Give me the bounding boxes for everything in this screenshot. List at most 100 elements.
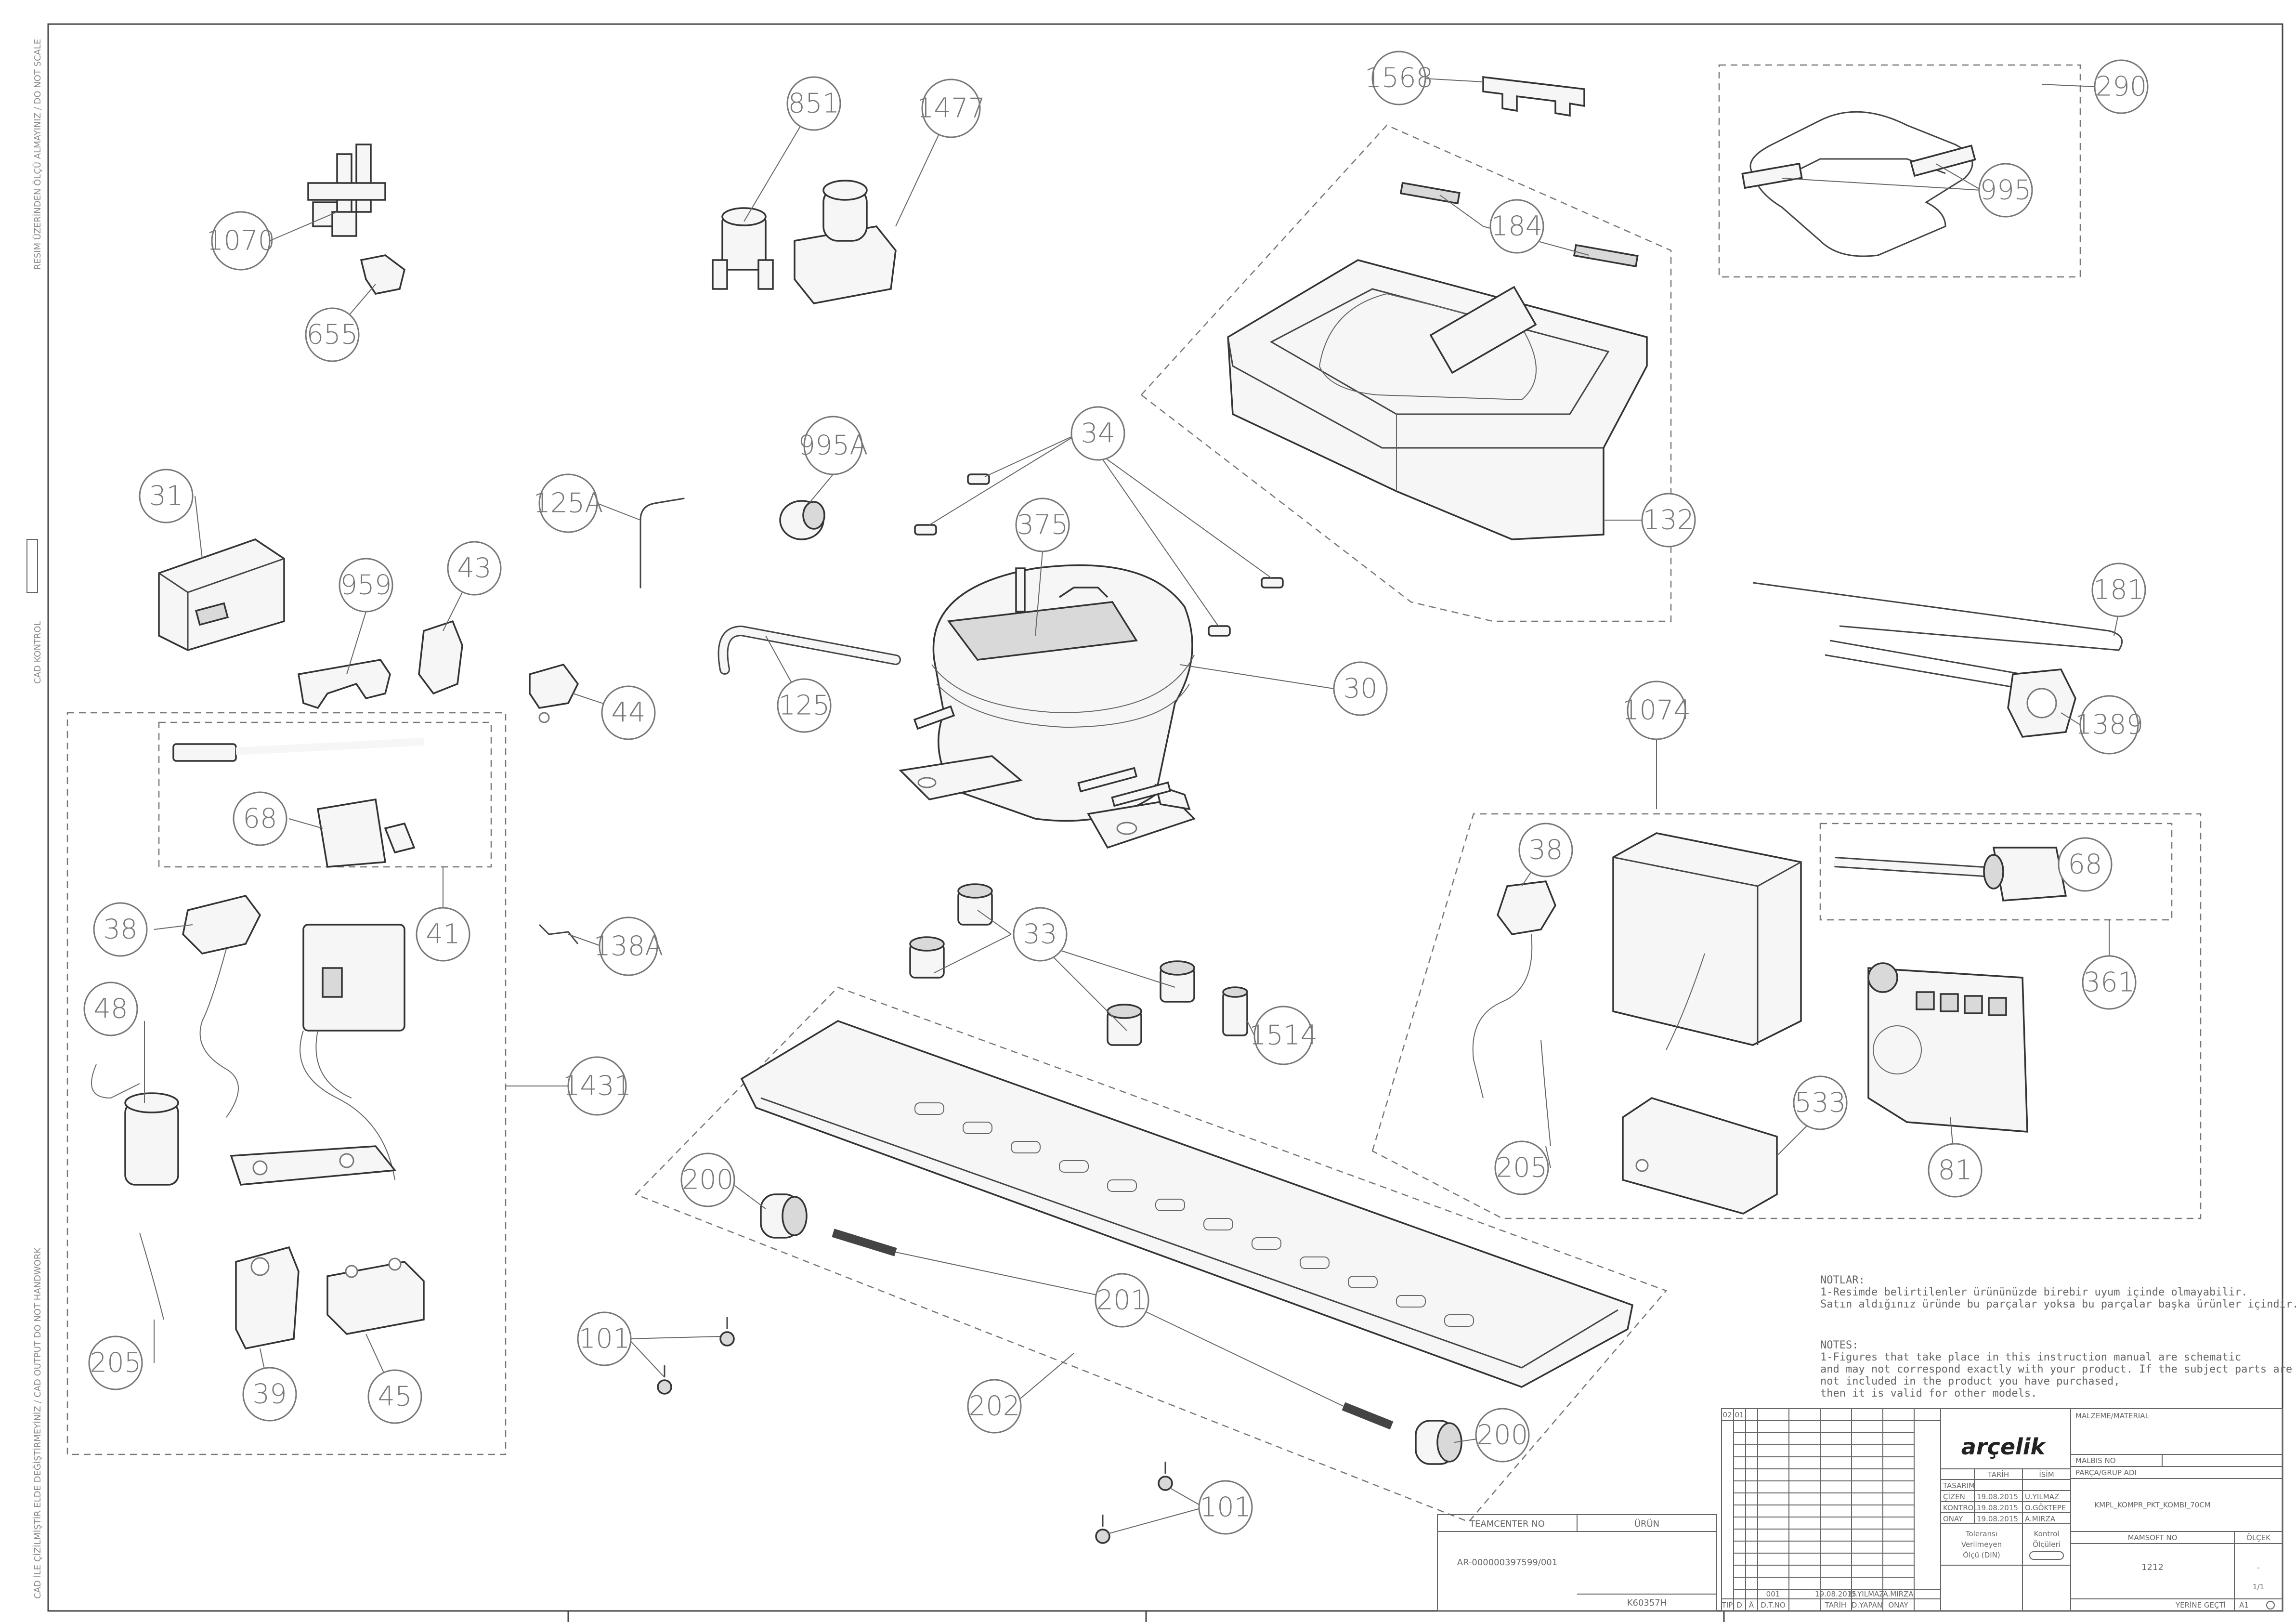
- svg-text:1568: 1568: [1365, 63, 1434, 94]
- svg-text:Verilmeyen: Verilmeyen: [1961, 1540, 2002, 1549]
- svg-text:200: 200: [1477, 1420, 1528, 1451]
- part-655-clip: [360, 254, 405, 295]
- callout-200-bottom: 200: [1475, 1408, 1530, 1463]
- svg-text:and may not correspond exactly: and may not correspond exactly with your…: [1820, 1363, 2292, 1375]
- svg-text:1477: 1477: [917, 93, 986, 124]
- callout-132: 132: [1641, 493, 1696, 548]
- callout-1389: 1389: [2075, 695, 2144, 755]
- connector-subgroup: [1819, 823, 2173, 921]
- callout-45: 45: [367, 1369, 422, 1424]
- part-34-grommet-b: [914, 524, 937, 536]
- part-1477-starter: [794, 180, 897, 304]
- svg-text:Ölçüleri: Ölçüleri: [2033, 1540, 2060, 1549]
- callout-205-left: 205: [88, 1335, 143, 1390]
- rev-date: 19.08.2015: [1815, 1590, 1856, 1598]
- callout-655: 655: [305, 307, 360, 362]
- callout-31: 31: [139, 469, 194, 523]
- rev-approver: A.MIRZA: [1883, 1590, 1914, 1598]
- svg-text:Kontrol: Kontrol: [2034, 1530, 2060, 1538]
- svg-text:44: 44: [611, 697, 645, 729]
- svg-text:D.T.NO: D.T.NO: [1761, 1601, 1786, 1609]
- part-81-pcb: [1867, 962, 2028, 1133]
- part-125a-tube: [639, 497, 685, 589]
- callout-1514: 1514: [1249, 1006, 1318, 1065]
- part-31-cover: [158, 538, 285, 651]
- svg-text:Satın aldığınız üründe bu parç: Satın aldığınız üründe bu parçalar yoksa…: [1820, 1298, 2296, 1310]
- callout-81: 81: [1928, 1143, 1983, 1198]
- svg-text:İSİM: İSİM: [2039, 1470, 2054, 1479]
- callout-995: 995: [1978, 163, 2033, 218]
- part-43-clip: [418, 620, 463, 695]
- callout-38-left: 38: [93, 902, 148, 957]
- svg-text:1074: 1074: [1622, 695, 1691, 726]
- callout-138a: 138A: [593, 916, 664, 976]
- svg-text:184: 184: [1491, 211, 1543, 242]
- svg-text:34: 34: [1081, 418, 1115, 449]
- svg-text:1431: 1431: [563, 1071, 632, 1102]
- part-30-compressor: [899, 564, 1196, 849]
- svg-text:132: 132: [1643, 505, 1695, 536]
- svg-text:1-Resimde belirtilenler ürünün: 1-Resimde belirtilenler ürününüzde bireb…: [1820, 1286, 2247, 1298]
- part-44-connector: [529, 663, 579, 723]
- callout-533: 533: [1793, 1075, 1848, 1130]
- svg-text:ÇİZEN: ÇİZEN: [1943, 1492, 1965, 1501]
- part-33-feet: [909, 883, 1195, 1046]
- part-184-strip-b: [1573, 244, 1639, 268]
- svg-text:39: 39: [252, 1379, 287, 1410]
- svg-text:995: 995: [1980, 175, 2032, 206]
- callout-200-top: 200: [680, 1152, 735, 1207]
- part-995a-cap: [779, 500, 825, 540]
- svg-text:NOTLAR:: NOTLAR:: [1820, 1274, 1865, 1286]
- scale-value: -: [2257, 1563, 2259, 1572]
- callout-48: 48: [83, 981, 138, 1036]
- part-38-plug-right: [1472, 880, 1556, 1099]
- callout-201: 201: [1095, 1273, 1149, 1328]
- part-39-relay: [235, 1246, 300, 1349]
- svg-text:181: 181: [2093, 575, 2145, 606]
- doc-number: AR-000000397599/001: [1457, 1557, 1557, 1568]
- sheet-size: A1: [2239, 1601, 2249, 1609]
- svg-text:201: 201: [1096, 1285, 1148, 1316]
- svg-text:MAMSOFT NO: MAMSOFT NO: [2128, 1533, 2178, 1542]
- callout-361: 361: [2082, 955, 2137, 1010]
- callout-959: 959: [339, 558, 393, 613]
- svg-text:31: 31: [149, 481, 183, 512]
- svg-text:Ölçü (DIN): Ölçü (DIN): [1963, 1550, 2000, 1559]
- svg-text:D: D: [1736, 1601, 1742, 1609]
- svg-text:1389: 1389: [2075, 709, 2144, 741]
- callout-375: 375: [1015, 497, 1070, 552]
- svg-text:TARİH: TARİH: [1825, 1600, 1846, 1609]
- part-68-socket-right: [1834, 847, 2067, 902]
- part-201-axle-top: [832, 1229, 897, 1256]
- callout-1477: 1477: [917, 78, 986, 138]
- container-group-outline: [1140, 124, 1672, 622]
- svg-text:TIP: TIP: [1722, 1601, 1733, 1609]
- callout-851: 851: [786, 76, 841, 131]
- svg-text:PARÇA/GRUP ADI: PARÇA/GRUP ADI: [2075, 1468, 2137, 1477]
- part-101-screws: [657, 1317, 1173, 1544]
- side-text-middle: CAD KONTROL: [33, 621, 43, 684]
- electronics-group: [1371, 813, 2202, 1219]
- svg-text:KONTROL: KONTROL: [1943, 1504, 1978, 1512]
- svg-text:U.YILMAZ: U.YILMAZ: [2025, 1492, 2059, 1501]
- svg-text:D.YAPAN: D.YAPAN: [1852, 1601, 1882, 1609]
- part-name: KMPL_KOMPR_PKT_KOMBI_70CM: [2094, 1501, 2210, 1510]
- callout-41: 41: [416, 907, 470, 962]
- svg-text:ONAY: ONAY: [1943, 1515, 1963, 1523]
- callout-101-bottom: 101: [1198, 1480, 1253, 1535]
- svg-text:851: 851: [788, 88, 840, 119]
- part-1431-harness: [230, 924, 405, 1186]
- model-code: K60357H: [1627, 1598, 1667, 1608]
- svg-text:959: 959: [340, 570, 392, 601]
- evaporator-tube-group: [1718, 64, 2081, 278]
- callout-205-right: 205: [1494, 1140, 1549, 1195]
- svg-text:O.GÖKTEPE: O.GÖKTEPE: [2025, 1503, 2066, 1512]
- part-125-tube: [718, 625, 901, 675]
- svg-text:361: 361: [2084, 967, 2135, 998]
- svg-text:125: 125: [779, 690, 830, 721]
- svg-text:33: 33: [1023, 919, 1057, 950]
- svg-text:68: 68: [2068, 849, 2102, 880]
- title-block: TEAMCENTER NO ÜRÜN AR-000000397599/001 K…: [1437, 1408, 2283, 1611]
- svg-text:202: 202: [969, 1391, 1020, 1422]
- part-290-tube-loop: [1741, 111, 1976, 257]
